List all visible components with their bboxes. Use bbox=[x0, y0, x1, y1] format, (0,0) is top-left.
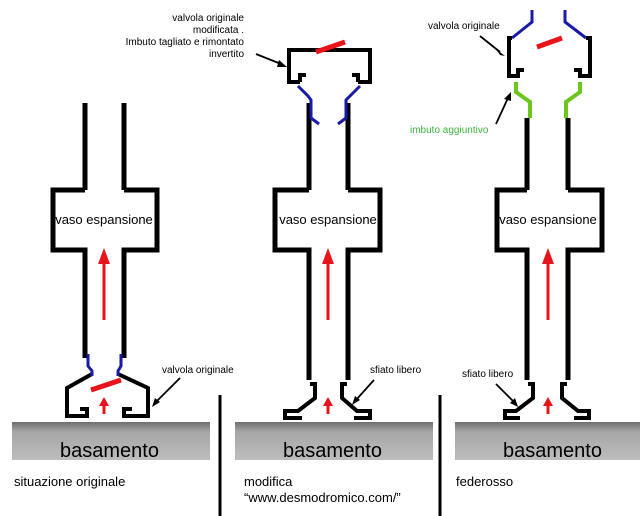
annotation-added-funnel: imbuto aggiuntivo bbox=[410, 125, 489, 136]
crankcase-base bbox=[455, 422, 640, 460]
annotation-valve-modified: valvola originale bbox=[172, 13, 244, 24]
annotation-free-vent: sfiato libero bbox=[462, 369, 514, 380]
annotation-valve-modified: Imbuto tagliato e rimontato bbox=[126, 37, 245, 48]
panel-federosso: basamento vaso espansione bbox=[410, 10, 640, 462]
annotation-valve-modified: modificata . bbox=[193, 25, 244, 36]
caption-federosso: federosso bbox=[456, 474, 513, 489]
annotation-free-vent: sfiato libero bbox=[370, 365, 422, 376]
valve-flap bbox=[90, 377, 122, 393]
caption-modified: modifica bbox=[244, 474, 293, 489]
base-label: basamento bbox=[60, 440, 159, 462]
annotation-valve-modified: invertito bbox=[209, 49, 244, 60]
caption-original: situazione originale bbox=[14, 474, 125, 489]
crankcase-base bbox=[12, 422, 210, 460]
base-label: basamento bbox=[503, 440, 602, 462]
expansion-tank-label: vaso espansione bbox=[279, 212, 377, 227]
panel-modified: basamento vaso espansione valv bbox=[126, 13, 433, 462]
caption-modified-url: “www.desmodromico.com/” bbox=[244, 490, 401, 505]
annotation-valve-original: valvola originale bbox=[428, 21, 500, 32]
panel-original: basamento vaso espansione valvola origin… bbox=[12, 103, 234, 462]
valve-flap bbox=[536, 35, 563, 50]
annotation-valve-original: valvola originale bbox=[162, 365, 234, 376]
crankcase-base bbox=[235, 422, 433, 460]
base-label: basamento bbox=[283, 440, 382, 462]
expansion-tank-label: vaso espansione bbox=[55, 212, 153, 227]
valve-flap bbox=[315, 39, 346, 55]
expansion-tank-label: vaso espansione bbox=[499, 212, 597, 227]
